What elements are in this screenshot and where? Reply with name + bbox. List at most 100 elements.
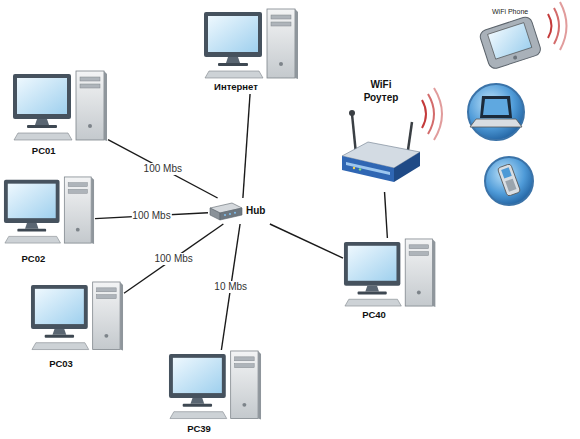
tower-case (231, 351, 258, 419)
network-cable (385, 192, 388, 238)
tower-side (104, 71, 107, 141)
computer-icon (30, 281, 124, 357)
node-label: PC39 (168, 422, 230, 436)
speed-label: 100 Mbs (153, 253, 193, 265)
monitor-frame (204, 12, 262, 57)
laptop-screen (483, 99, 509, 115)
tower-case (93, 282, 120, 350)
router-node: WiFi Роутер (338, 78, 424, 192)
keyboard (345, 299, 401, 306)
monitor-screen (17, 78, 67, 114)
network-cable (108, 140, 218, 198)
wifi-wave (560, 2, 567, 50)
monitor-base (218, 63, 248, 66)
phone-node: WiFi Phone (468, 5, 548, 77)
port-light (234, 212, 236, 214)
router-side (394, 152, 420, 182)
pc-node: PC40 (343, 238, 437, 322)
monitor-frame (31, 285, 88, 329)
pda-group (478, 15, 542, 70)
network-cable (270, 224, 343, 258)
computer-icon (12, 70, 108, 144)
node-label: PC40 (343, 308, 405, 322)
keyboard (14, 133, 72, 140)
drive-bay (68, 183, 87, 187)
cellphone-keypad (505, 179, 516, 192)
power-button (279, 62, 283, 66)
monitor-stand (25, 223, 38, 229)
drive-bay (68, 189, 87, 193)
power-button (417, 291, 421, 295)
tower-case (76, 71, 104, 140)
node-label: Hub (246, 198, 265, 224)
router-strip (346, 162, 390, 175)
speed-label: 100 Mbs (131, 210, 171, 222)
node-label: PC01 (12, 144, 75, 158)
keyboard (32, 343, 89, 350)
drive-bay (80, 77, 100, 81)
hub-icon (208, 198, 244, 224)
drive-bay (235, 357, 255, 361)
power-button (242, 403, 246, 407)
monitor-frame (13, 74, 71, 119)
node-label: Интернет (203, 80, 269, 94)
monitor-screen (348, 246, 397, 281)
monitor-screen (35, 289, 84, 324)
wifi-wave (428, 94, 434, 134)
drive-bay (97, 295, 117, 299)
monitor-frame (169, 354, 226, 398)
monitor-stand (226, 57, 240, 63)
network-cable (243, 94, 250, 198)
drive-bay (409, 245, 428, 249)
status-light (359, 168, 361, 170)
monitor-base (183, 404, 212, 407)
cellphone-body (497, 164, 520, 197)
drive-bay (271, 22, 291, 26)
pc-node: PC02 (3, 176, 95, 266)
laptop-badge (468, 84, 524, 140)
monitor-base (27, 125, 57, 128)
power-button (104, 334, 108, 338)
wifi-wave (422, 100, 426, 128)
pda-screen (488, 23, 532, 59)
tower-case (267, 9, 295, 78)
monitor-base (358, 291, 387, 294)
antenna (352, 114, 356, 154)
router-front (342, 156, 394, 182)
pda-icon (468, 5, 548, 77)
node-label: WiFi Роутер (356, 78, 406, 104)
monitor-stand (53, 329, 67, 335)
monitor-frame (344, 242, 400, 286)
antenna (408, 122, 412, 150)
router-icon (338, 106, 424, 192)
monitor-stand (365, 286, 379, 292)
node-label: PC03 (30, 357, 92, 371)
cellphone-screen (501, 167, 512, 178)
wifi-wave (554, 8, 559, 44)
cellphone-badge (485, 157, 533, 205)
wifi-wave (548, 14, 552, 38)
laptop-lid (480, 96, 512, 118)
tower-side (295, 9, 298, 79)
tower-side (120, 282, 123, 351)
tower-side (91, 177, 94, 244)
speed-label: 100 Mbs (143, 163, 183, 175)
power-button (76, 228, 80, 232)
pda-body (478, 15, 542, 70)
drive-bay (80, 84, 100, 88)
status-light (353, 167, 355, 169)
wifi-wave (434, 88, 442, 140)
monitor-stand (191, 398, 205, 404)
laptop-base (470, 119, 522, 127)
network-cable (124, 224, 223, 293)
tower-side (432, 239, 435, 307)
pc-node: PC01 (12, 70, 108, 158)
computer-icon (203, 8, 303, 80)
monitor-screen (8, 184, 56, 219)
hub-front (210, 208, 220, 220)
drive-bay (235, 364, 255, 368)
drive-bay (97, 288, 117, 292)
drive-bay (271, 15, 291, 19)
speed-label: 10 Mbs (213, 281, 248, 293)
